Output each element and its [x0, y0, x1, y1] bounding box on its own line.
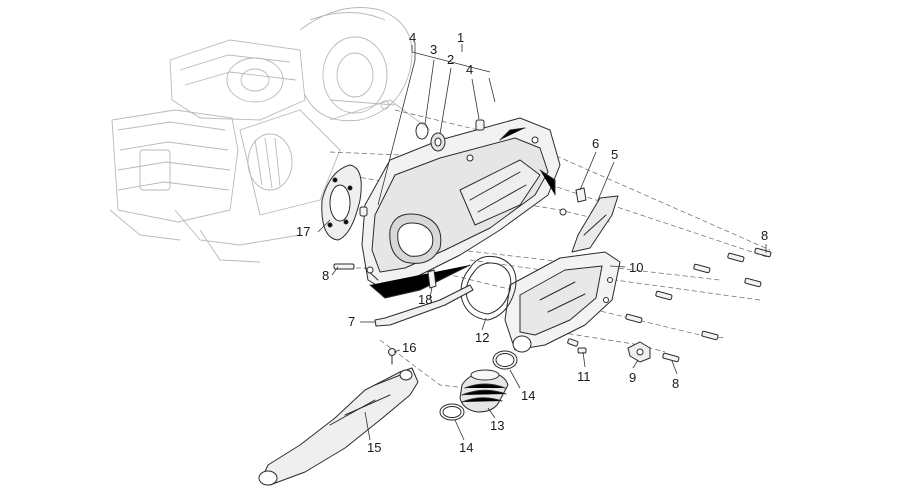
callout-10: 10 [629, 260, 643, 275]
bellows-part-13 [459, 369, 509, 413]
callout-11: 11 [577, 369, 591, 384]
callout-14-right: 14 [521, 388, 535, 403]
circlip-part-3 [415, 122, 429, 140]
air-box-cover-part-10 [504, 251, 621, 353]
pin-part-18 [427, 269, 437, 289]
callout-8-bottom: 8 [672, 376, 679, 391]
callout-7: 7 [348, 314, 355, 329]
callout-6: 6 [592, 136, 599, 151]
leader-lines [317, 42, 767, 441]
rod-part-7 [374, 284, 474, 327]
screw-part-16 [388, 348, 396, 365]
callout-4-upper-left: 4 [409, 30, 416, 45]
callout-9: 9 [629, 370, 636, 385]
callout-4-right: 4 [466, 62, 473, 77]
emblem-plate-part-5 [571, 195, 619, 253]
flange-plate-part-17 [321, 164, 362, 241]
intake-duct-part-15 [258, 367, 419, 486]
callout-16: 16 [402, 340, 416, 355]
callout-18: 18 [418, 292, 432, 307]
callout-14-bottom: 14 [459, 440, 473, 455]
callout-5: 5 [611, 147, 618, 162]
engine-background-illustration [109, 7, 431, 263]
callout-8-left: 8 [322, 268, 329, 283]
clamp-ring-part-14-lower [439, 403, 465, 421]
callout-15: 15 [367, 440, 381, 455]
bolts-group [333, 247, 772, 363]
clamp-ring-part-14-upper [492, 350, 518, 370]
callout-17: 17 [296, 224, 310, 239]
callout-12: 12 [475, 330, 489, 345]
callout-8-right-top: 8 [761, 228, 768, 243]
callout-1: 1 [457, 30, 464, 45]
bracket-part-9 [627, 341, 651, 363]
callout-3: 3 [430, 42, 437, 57]
callout-13: 13 [490, 418, 504, 433]
gasket-part-12 [460, 255, 517, 321]
transmission-cover [361, 117, 561, 299]
bearing-part-2 [430, 132, 446, 152]
dowel-part-4 [359, 119, 485, 217]
callout-labels: 1 2 3 4 4 5 6 7 8 8 8 9 10 11 12 13 14 1… [296, 30, 768, 455]
spring-clip-part-6 [559, 187, 587, 216]
callout-2: 2 [447, 52, 454, 67]
